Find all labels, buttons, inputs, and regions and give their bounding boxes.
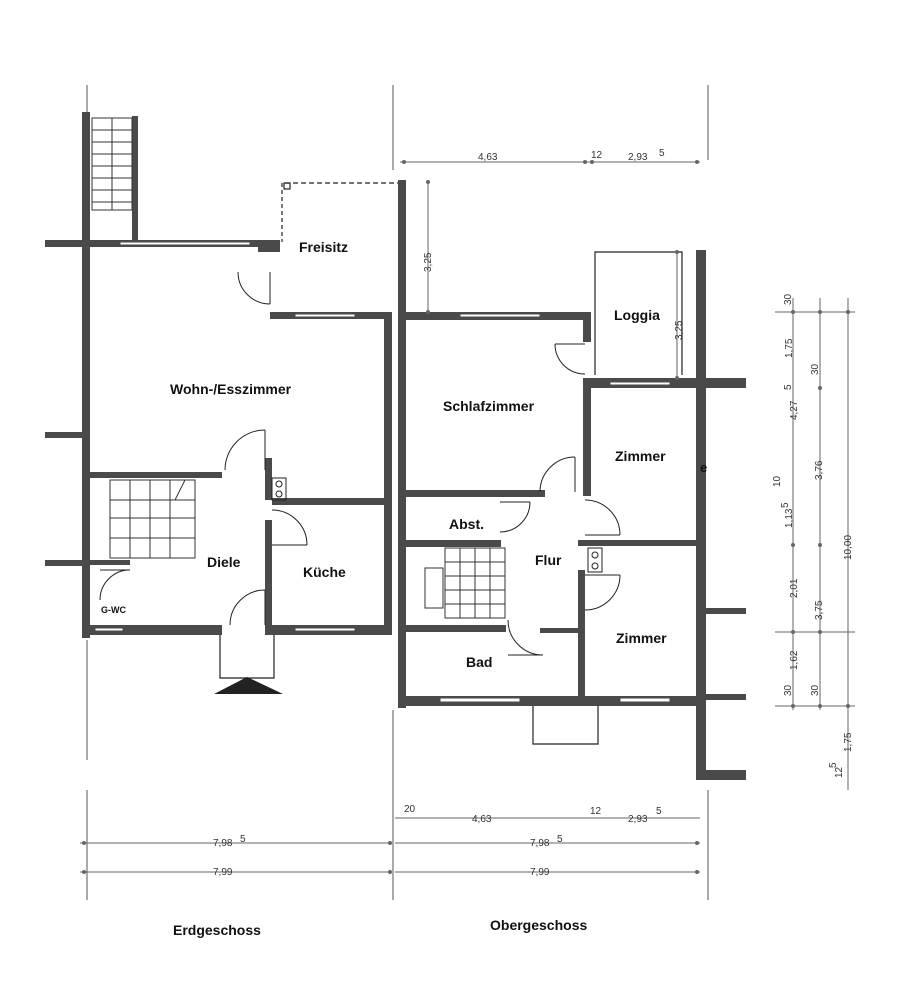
dim-right-12-sup: 5	[828, 762, 839, 768]
room-label-schlafzimmer: Schlafzimmer	[443, 398, 535, 414]
dim-top-12: 12	[591, 150, 603, 161]
room-label-flur: Flur	[535, 552, 562, 568]
dim-top-left: 4,63	[478, 152, 498, 163]
dim-right-175-b: 1,75	[843, 732, 854, 752]
dim-right-113-sup: 5	[780, 502, 791, 508]
dim-right-427-sup: 5	[783, 384, 794, 390]
dim-overall-og-1: 7,98	[530, 838, 550, 849]
dimension-dots	[82, 160, 850, 874]
room-label-stray: e	[700, 460, 707, 475]
dim-overall-eg-1: 7,98	[213, 838, 233, 849]
room-label-bad: Bad	[466, 654, 492, 670]
dim-right-175-a: 1,75	[784, 338, 795, 358]
dim-overall-og-1-sup: 5	[557, 834, 563, 845]
reference-lines	[86, 85, 709, 900]
dim-right-375: 3,75	[814, 600, 825, 620]
dim-top-right-sup: 5	[659, 148, 665, 159]
room-label-diele: Diele	[207, 554, 241, 570]
dim-bottom-left: 4,63	[472, 814, 492, 825]
room-label-wohn-esszimmer: Wohn-/Esszimmer	[170, 381, 292, 397]
room-label-kueche: Küche	[303, 564, 346, 580]
dim-right-427: 4,27	[789, 400, 800, 420]
room-label-loggia: Loggia	[614, 307, 660, 323]
dim-overall-eg-2: 7,99	[213, 867, 233, 878]
dim-right-376: 3,76	[814, 460, 825, 480]
dim-overall-og-2: 7,99	[530, 867, 550, 878]
dim-right-162: 1,62	[789, 650, 800, 670]
dim-loggia-depth: 3,25	[674, 320, 685, 340]
dim-bottom-20: 20	[404, 804, 416, 815]
windows-obergeschoss	[439, 313, 671, 703]
windows-erdgeschoss	[94, 241, 356, 632]
dim-right-12: 12	[834, 766, 845, 778]
dim-right-30-c: 30	[783, 684, 794, 696]
room-label-zimmer-unten: Zimmer	[616, 630, 667, 646]
dim-right-30-d: 30	[810, 684, 821, 696]
dim-right-30-b: 30	[810, 363, 821, 375]
fixtures	[271, 477, 603, 573]
caption-erdgeschoss: Erdgeschoss	[173, 922, 261, 938]
room-label-freisitz: Freisitz	[299, 239, 348, 255]
stair-top	[91, 117, 133, 211]
dim-freisitz-depth: 3,25	[423, 252, 434, 272]
dim-right-30-a: 30	[783, 293, 794, 305]
room-label-abst: Abst.	[449, 516, 484, 532]
dim-right-201: 2,01	[789, 578, 800, 598]
entrance-marker	[214, 677, 283, 694]
dim-right-113: 1,13	[784, 508, 795, 528]
dim-top-right: 2,93	[628, 152, 648, 163]
dim-bottom-12: 12	[590, 806, 602, 817]
dim-bottom-right: 2,93	[628, 814, 648, 825]
dim-right-1000: 10,00	[843, 535, 854, 560]
outlines	[219, 182, 683, 745]
dim-overall-eg-1-sup: 5	[240, 834, 246, 845]
stair-og	[424, 547, 506, 619]
room-label-zimmer-oben: Zimmer	[615, 448, 666, 464]
room-label-gwc: G-WC	[101, 605, 126, 615]
caption-obergeschoss: Obergeschoss	[490, 917, 587, 933]
stair-diele	[109, 479, 196, 559]
doors	[99, 271, 621, 656]
walls-obergeschoss	[398, 180, 746, 780]
dim-bottom-right-sup: 5	[656, 806, 662, 817]
dim-right-10: 10	[772, 475, 783, 487]
